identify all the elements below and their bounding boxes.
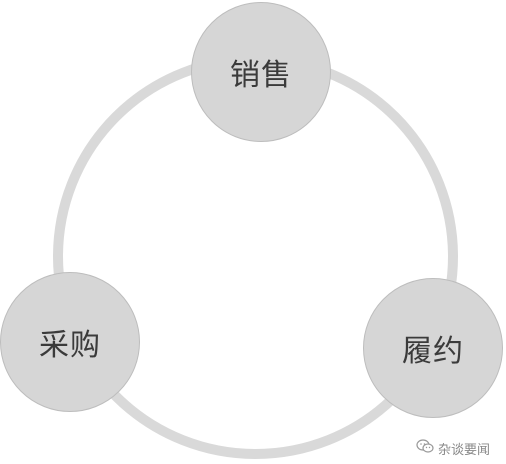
watermark: 杂谈要闻 (416, 439, 490, 458)
watermark-text: 杂谈要闻 (438, 443, 491, 458)
wechat-icon (416, 439, 434, 458)
node-sales: 销售 (191, 2, 331, 142)
node-fulfillment: 履约 (363, 278, 503, 418)
node-procurement-label: 采购 (39, 328, 101, 363)
node-fulfillment-label: 履约 (402, 334, 464, 369)
node-procurement: 采购 (0, 272, 140, 412)
node-sales-label: 销售 (230, 58, 292, 93)
